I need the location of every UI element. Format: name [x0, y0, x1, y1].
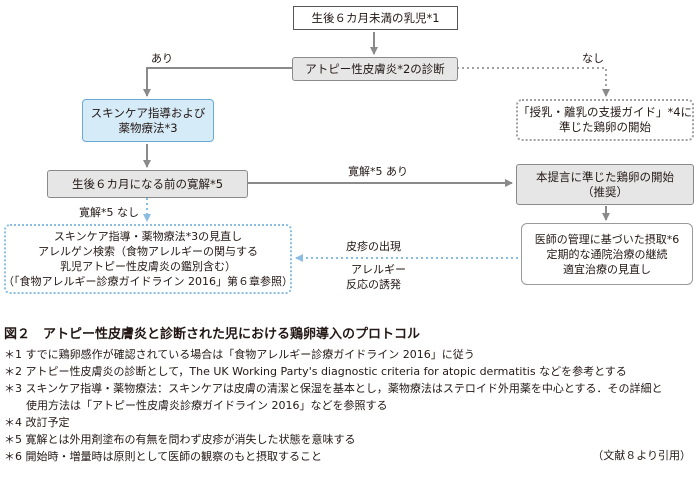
branch-yes-label: あり — [151, 52, 173, 65]
review-line-1: スキンケア指導・薬物療法*3の見直し — [53, 230, 243, 243]
egg-start-line-1: 本提言に準じた鶏卵の開始 — [536, 169, 674, 184]
review-line-3: 乳児アトピー性皮膚炎の鑑別含む） — [60, 260, 236, 273]
footnote-4: ＊4 改訂予定 — [4, 416, 70, 429]
flow-connectors — [143, 32, 610, 262]
remission-no-label: 寛解*5 なし — [79, 206, 139, 219]
footnote-3: ＊3 スキンケア指導・薬物療法：スキンケアは皮膚の清潔と保湿を基本とし，薬物療法… — [4, 382, 663, 395]
start-node-text: 生後６カ月未満の乳児*1 — [311, 10, 440, 25]
arrow-diagnosis-skincare — [143, 67, 292, 97]
remission-node: 生後６カ月になる前の寛解*5 — [47, 170, 248, 198]
skincare-line-1: スキンケア指導および — [90, 105, 206, 120]
branch-no-label: なし — [582, 52, 604, 65]
arrow-diagnosis-guide — [457, 67, 610, 97]
diagnosis-node: アトピー性皮膚炎*2の診断 — [292, 57, 458, 81]
review-node: スキンケア指導・薬物療法*3の見直し アレルゲン検索（食物アレルギーの関与する … — [3, 224, 293, 294]
footnotes: ＊1 すでに鶏卵感作が確認されている場合は「食物アレルギー診療ガイドライン 20… — [4, 346, 696, 465]
figure-caption-title: 図２ アトピー性皮膚炎と診断された児における鶏卵導入のプロトコル — [4, 327, 421, 342]
footnote-6: ＊6 開始時・増量時は原則として医師の観察のもと摂取すること — [4, 450, 322, 463]
guide-node: 「授乳・離乳の支援ガイド」*4に 準じた鶏卵の開始 — [516, 99, 694, 141]
guide-line-1: 「授乳・離乳の支援ガイド」*4に — [517, 105, 693, 119]
remission-yes-label: 寛解*5 あり — [348, 165, 408, 178]
footnote-5: ＊5 寛解とは外用剤塗布の有無を問わず皮疹が消失した状態を意味する — [4, 433, 356, 446]
medical-line-3: 適宜治療の見直し — [563, 262, 651, 276]
footnote-3-cont: 使用方法は「アトピー性皮膚炎診療ガイドライン 2016」などを参照する — [4, 399, 388, 412]
diagnosis-node-text: アトピー性皮膚炎*2の診断 — [305, 61, 445, 76]
egg-start-line-2: （推奨） — [582, 184, 628, 199]
medical-line-2: 定期的な通院治療の継続 — [546, 247, 668, 261]
review-line-4: （「食物アレルギー診療ガイドライン 2016」第６章参照） — [3, 275, 293, 288]
guide-line-2: 準じた鶏卵の開始 — [559, 120, 651, 134]
feedback-label-3: 反応の誘発 — [346, 278, 401, 291]
review-line-2: アレルゲン検索（食物アレルギーの関与する — [38, 245, 258, 258]
start-node: 生後６カ月未満の乳児*1 — [293, 6, 458, 30]
egg-start-node: 本提言に準じた鶏卵の開始 （推奨） — [516, 164, 694, 205]
medical-node: 医師の管理に基づいた摂取*6 定期的な通院治療の継続 適宜治療の見直し — [521, 223, 693, 285]
skincare-line-2: 薬物療法*3 — [118, 120, 178, 135]
skincare-node: スキンケア指導および 薬物療法*3 — [82, 99, 214, 142]
feedback-label-1: 皮疹の出現 — [346, 240, 401, 253]
feedback-label-2: アレルギー — [351, 263, 406, 276]
source-citation: （文献８より引用） — [592, 449, 691, 462]
footnote-1: ＊1 すでに鶏卵感作が確認されている場合は「食物アレルギー診療ガイドライン 20… — [4, 348, 475, 361]
footnote-2: ＊2 アトピー性皮膚炎の診断として，The UK Working Party's… — [4, 365, 627, 378]
medical-line-1: 医師の管理に基づいた摂取*6 — [534, 232, 680, 246]
remission-node-text: 生後６カ月になる前の寛解*5 — [71, 176, 224, 191]
